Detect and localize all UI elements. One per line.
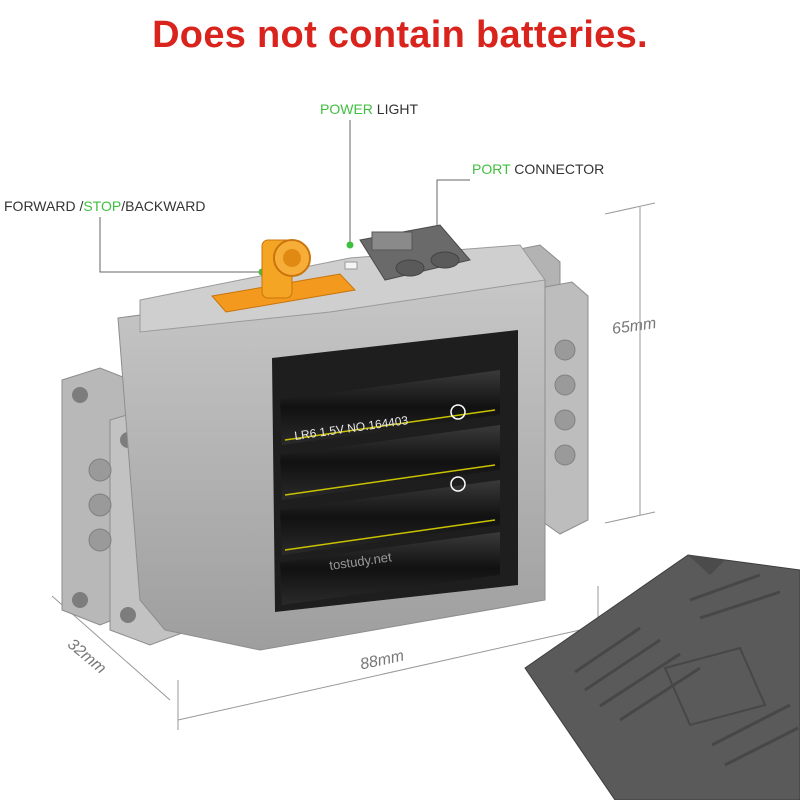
battery-cover bbox=[524, 554, 800, 800]
port-connector-label-rest: CONNECTOR bbox=[510, 161, 605, 177]
switch-leader bbox=[99, 217, 260, 273]
height-line-bottom bbox=[604, 511, 656, 524]
switch-label-prefix: FORWARD / bbox=[4, 198, 84, 214]
batteries bbox=[280, 370, 500, 605]
port-connector-leader bbox=[436, 179, 470, 243]
switch-label-green: STOP bbox=[83, 198, 122, 214]
switch-label-rest: /BACKWARD bbox=[121, 198, 206, 214]
power-light-label-green: POWER bbox=[320, 101, 373, 117]
width-line bbox=[177, 625, 599, 721]
power-light bbox=[344, 261, 358, 270]
power-light-dot bbox=[346, 241, 354, 249]
callout-lines bbox=[99, 120, 470, 273]
headline: Does not contain batteries. bbox=[152, 14, 648, 56]
port-connector-label: PORT CONNECTOR bbox=[472, 161, 604, 177]
power-light-label: POWER LIGHT bbox=[320, 101, 418, 117]
port-connector-label-green: PORT bbox=[472, 161, 511, 177]
height-line-top bbox=[604, 202, 656, 215]
switch bbox=[211, 239, 357, 313]
port-connector bbox=[359, 224, 471, 281]
switch-label: FORWARD /STOP/BACKWARD bbox=[4, 198, 206, 214]
power-light-label-rest: LIGHT bbox=[372, 101, 419, 117]
